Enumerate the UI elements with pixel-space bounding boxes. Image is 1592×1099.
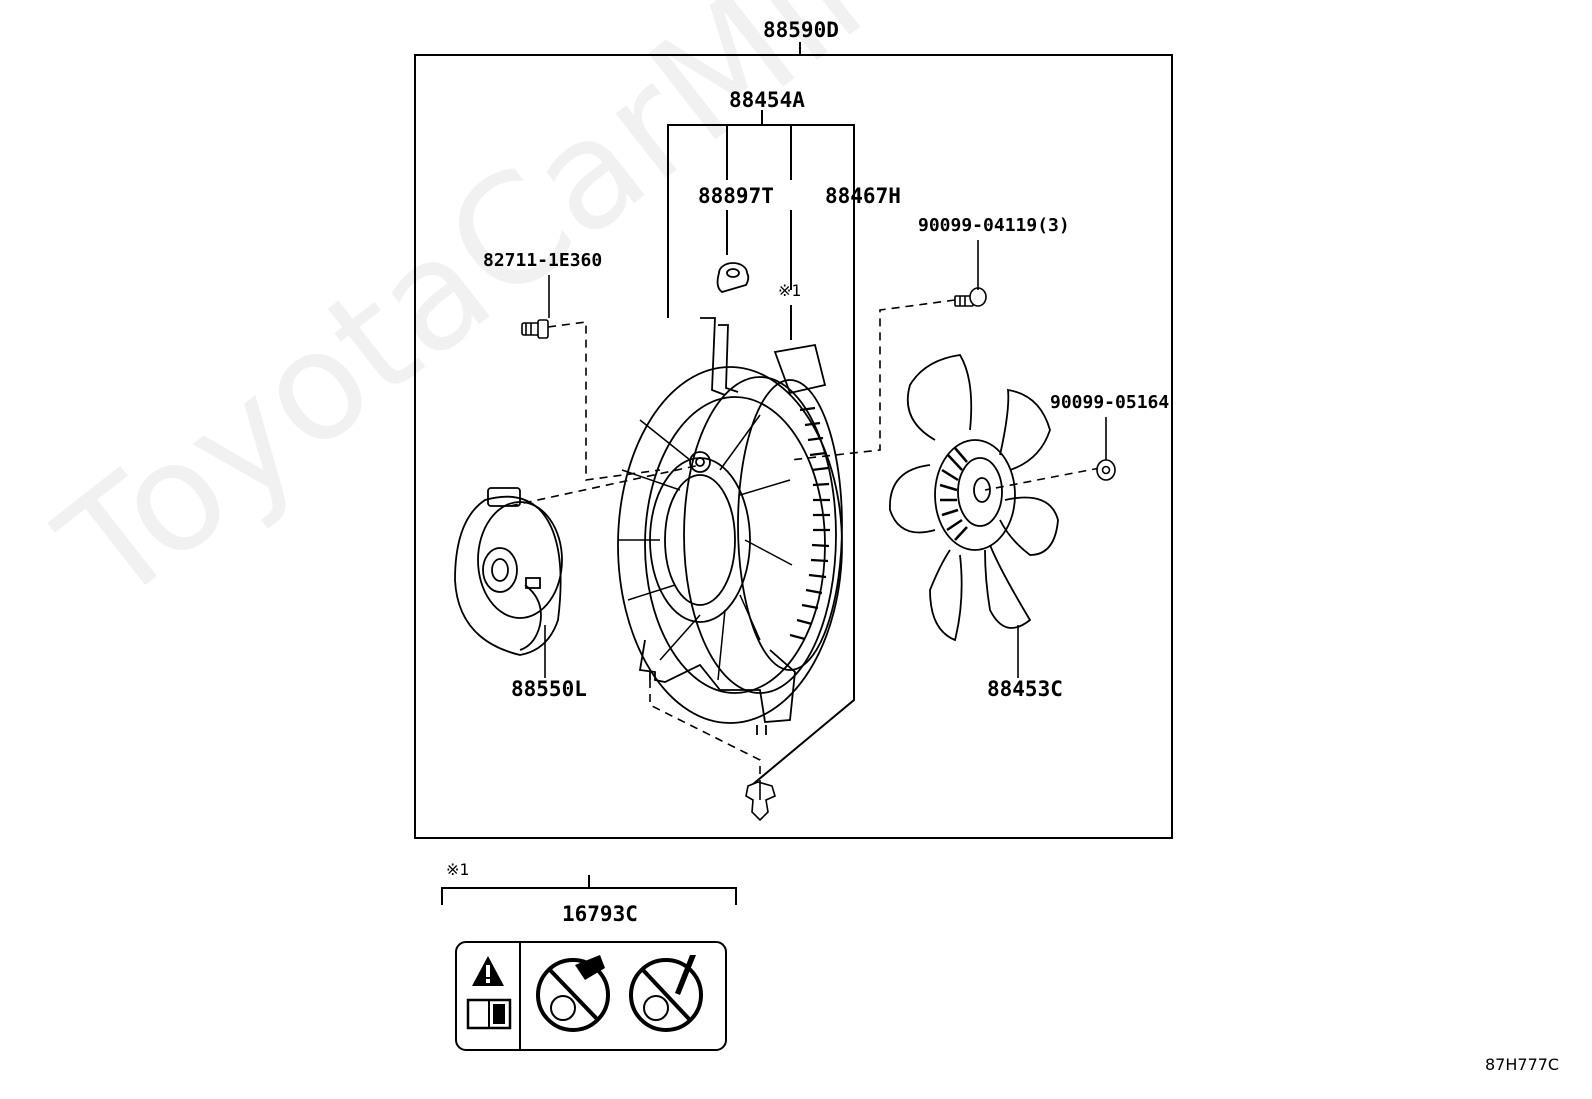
nut-part [1096,459,1116,481]
note-marker-assembly: ※1 [778,281,802,300]
bolt-part [954,287,987,307]
part-label-bolt: 90099-04119(3) [918,215,1070,236]
note-marker-label: ※1 [446,860,470,879]
fan-part [889,354,1059,642]
warning-label-part [455,941,727,1051]
part-label-spacer: 88897T [698,184,774,208]
clip-part [745,781,776,822]
part-label-motor: 88550L [511,677,587,701]
part-label-sensor: 82711-1E360 [483,250,603,271]
no-hand-icon [536,958,610,1032]
part-label-shroud: 88454A [729,88,805,112]
shroud-bracket [667,124,855,786]
diagram-id: 87H777C [1485,1055,1560,1074]
shroud-part [617,317,843,735]
label-patch [773,343,827,395]
motor-part [454,487,563,656]
part-label-fan: 88453C [987,677,1063,701]
sensor-part [521,319,549,339]
assembly-frame [414,54,1173,839]
part-label-nut: 90099-05164 [1050,392,1170,413]
no-tool-icon [629,958,703,1032]
part-label-warning: 16793C [562,902,638,926]
part-label-patch: 88467H [825,184,901,208]
part-label-assembly: 88590D [763,18,839,42]
spacer-part [716,262,750,293]
